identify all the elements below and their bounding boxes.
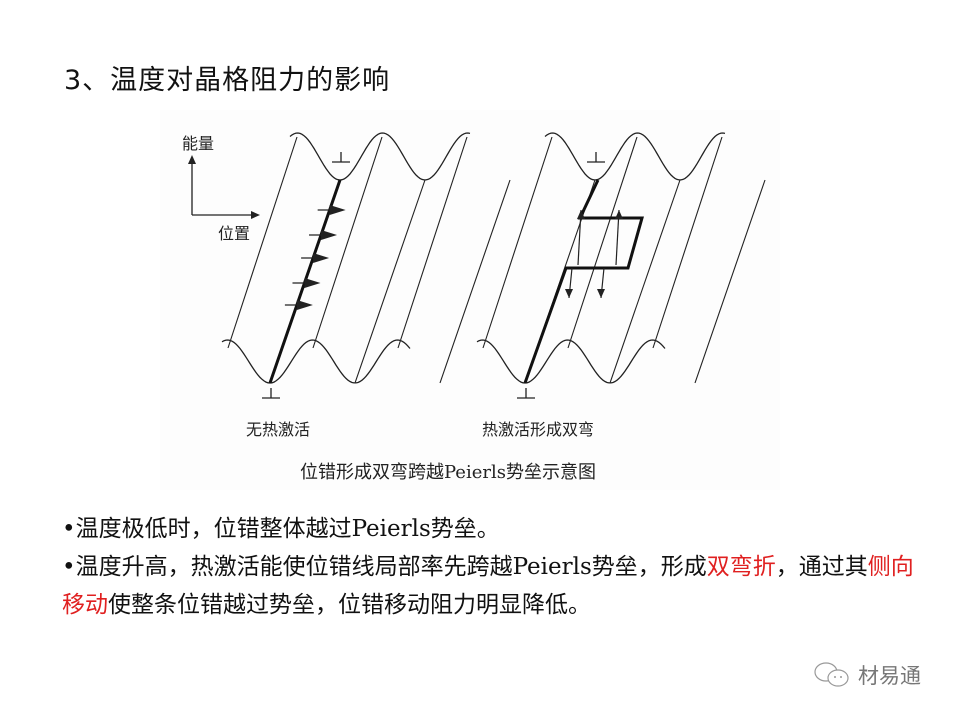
- motion-arrow-head: [329, 205, 346, 215]
- wechat-icon: [814, 662, 849, 687]
- axis-arrow-up: [188, 155, 196, 164]
- kink-arrow-head: [615, 210, 623, 219]
- dislocation-symbol: [262, 388, 280, 399]
- lattice-line: [652, 136, 723, 349]
- left-panel-label: 无热激活: [246, 420, 311, 439]
- bullet-text: •温度极低时，位错整体越过Peierls势垒。: [62, 516, 500, 542]
- bottom-potential-wave: [221, 339, 411, 384]
- bullet-text: ，通过其: [775, 554, 868, 580]
- double-kink-dislocation: [523, 179, 644, 384]
- lattice-line: [567, 136, 638, 349]
- lattice-line: [397, 136, 468, 349]
- axis-lines: [191, 160, 255, 216]
- lattice-line: [609, 179, 681, 384]
- kink-arrow-head: [565, 289, 573, 298]
- axis-arrow-right: [251, 211, 260, 219]
- motion-arrow-head: [321, 230, 338, 240]
- energy-axis-label: 能量: [182, 134, 215, 153]
- motion-arrow-head: [313, 253, 330, 263]
- lattice-line: [694, 179, 766, 384]
- right-panel-label: 热激活形成双弯: [482, 420, 595, 439]
- kink-arrow-shaft: [615, 209, 620, 266]
- dislocation-symbol: [517, 388, 535, 399]
- motion-arrow-head: [304, 278, 321, 288]
- peierls-figure: 能量 位置 无热激活 热激活形成双弯: [160, 110, 780, 490]
- bullet-2: •温度升高，热激活能使位错线局部率先跨越Peierls势垒，形成双弯折，通过其侧…: [62, 548, 922, 624]
- lattice-line: [354, 179, 426, 384]
- bullet-1: •温度极低时，位错整体越过Peierls势垒。: [62, 510, 922, 548]
- kink-arrow-head: [597, 289, 605, 298]
- motion-arrow-head: [296, 300, 313, 310]
- lattice-line: [439, 179, 511, 384]
- dislocation-symbol: [332, 152, 350, 163]
- bullet-list: •温度极低时，位错整体越过Peierls势垒。 •温度升高，热激活能使位错线局部…: [62, 510, 922, 624]
- watermark: 材易通: [812, 660, 921, 690]
- lattice-line: [482, 136, 553, 349]
- bullet-text: •温度升高，热激活能使位错线局部率先跨越Peierls势垒，形成: [62, 554, 707, 580]
- top-potential-wave: [289, 132, 471, 181]
- lattice-line: [312, 136, 383, 349]
- kink-arrow-shaft: [577, 209, 582, 266]
- dislocation-symbol: [587, 152, 605, 163]
- bottom-potential-wave: [476, 339, 666, 384]
- bullet-text: 使整条位错越过势垒，位错移动阻力明显降低。: [108, 592, 591, 618]
- watermark-text: 材易通: [858, 664, 921, 688]
- position-axis-label: 位置: [218, 224, 251, 243]
- lattice-line: [227, 136, 298, 349]
- slide-title: 3、温度对晶格阻力的影响: [64, 65, 391, 96]
- top-potential-wave: [544, 132, 726, 181]
- figure-caption: 位错形成双弯跨越Peierls势垒示意图: [300, 462, 596, 483]
- highlight-text: 侧向移动: [62, 554, 914, 618]
- peierls-diagram: [188, 132, 766, 399]
- kink-arrow-head: [577, 210, 585, 219]
- highlight-text: 双弯折: [706, 554, 776, 580]
